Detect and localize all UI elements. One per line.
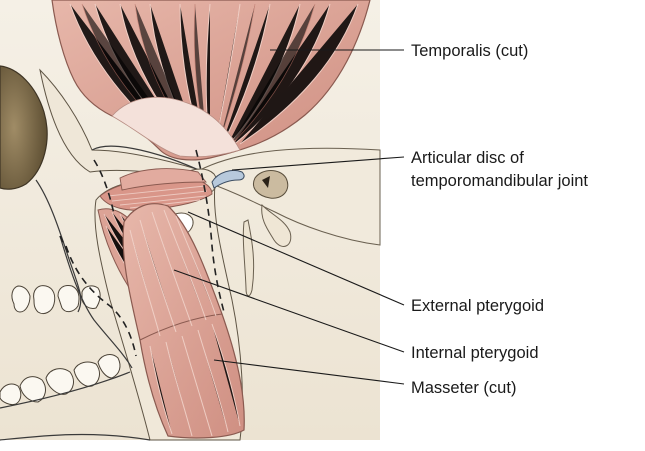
label-masseter: Masseter (cut) bbox=[411, 379, 516, 397]
labels: Temporalis (cut) Articular disc of tempo… bbox=[411, 42, 588, 397]
label-temporalis: Temporalis (cut) bbox=[411, 42, 528, 60]
label-internal-pterygoid: Internal pterygoid bbox=[411, 344, 539, 362]
label-articular-disc-line1: Articular disc of bbox=[411, 149, 524, 167]
label-articular-disc-line2: temporomandibular joint bbox=[411, 172, 588, 190]
label-external-pterygoid: External pterygoid bbox=[411, 297, 544, 315]
